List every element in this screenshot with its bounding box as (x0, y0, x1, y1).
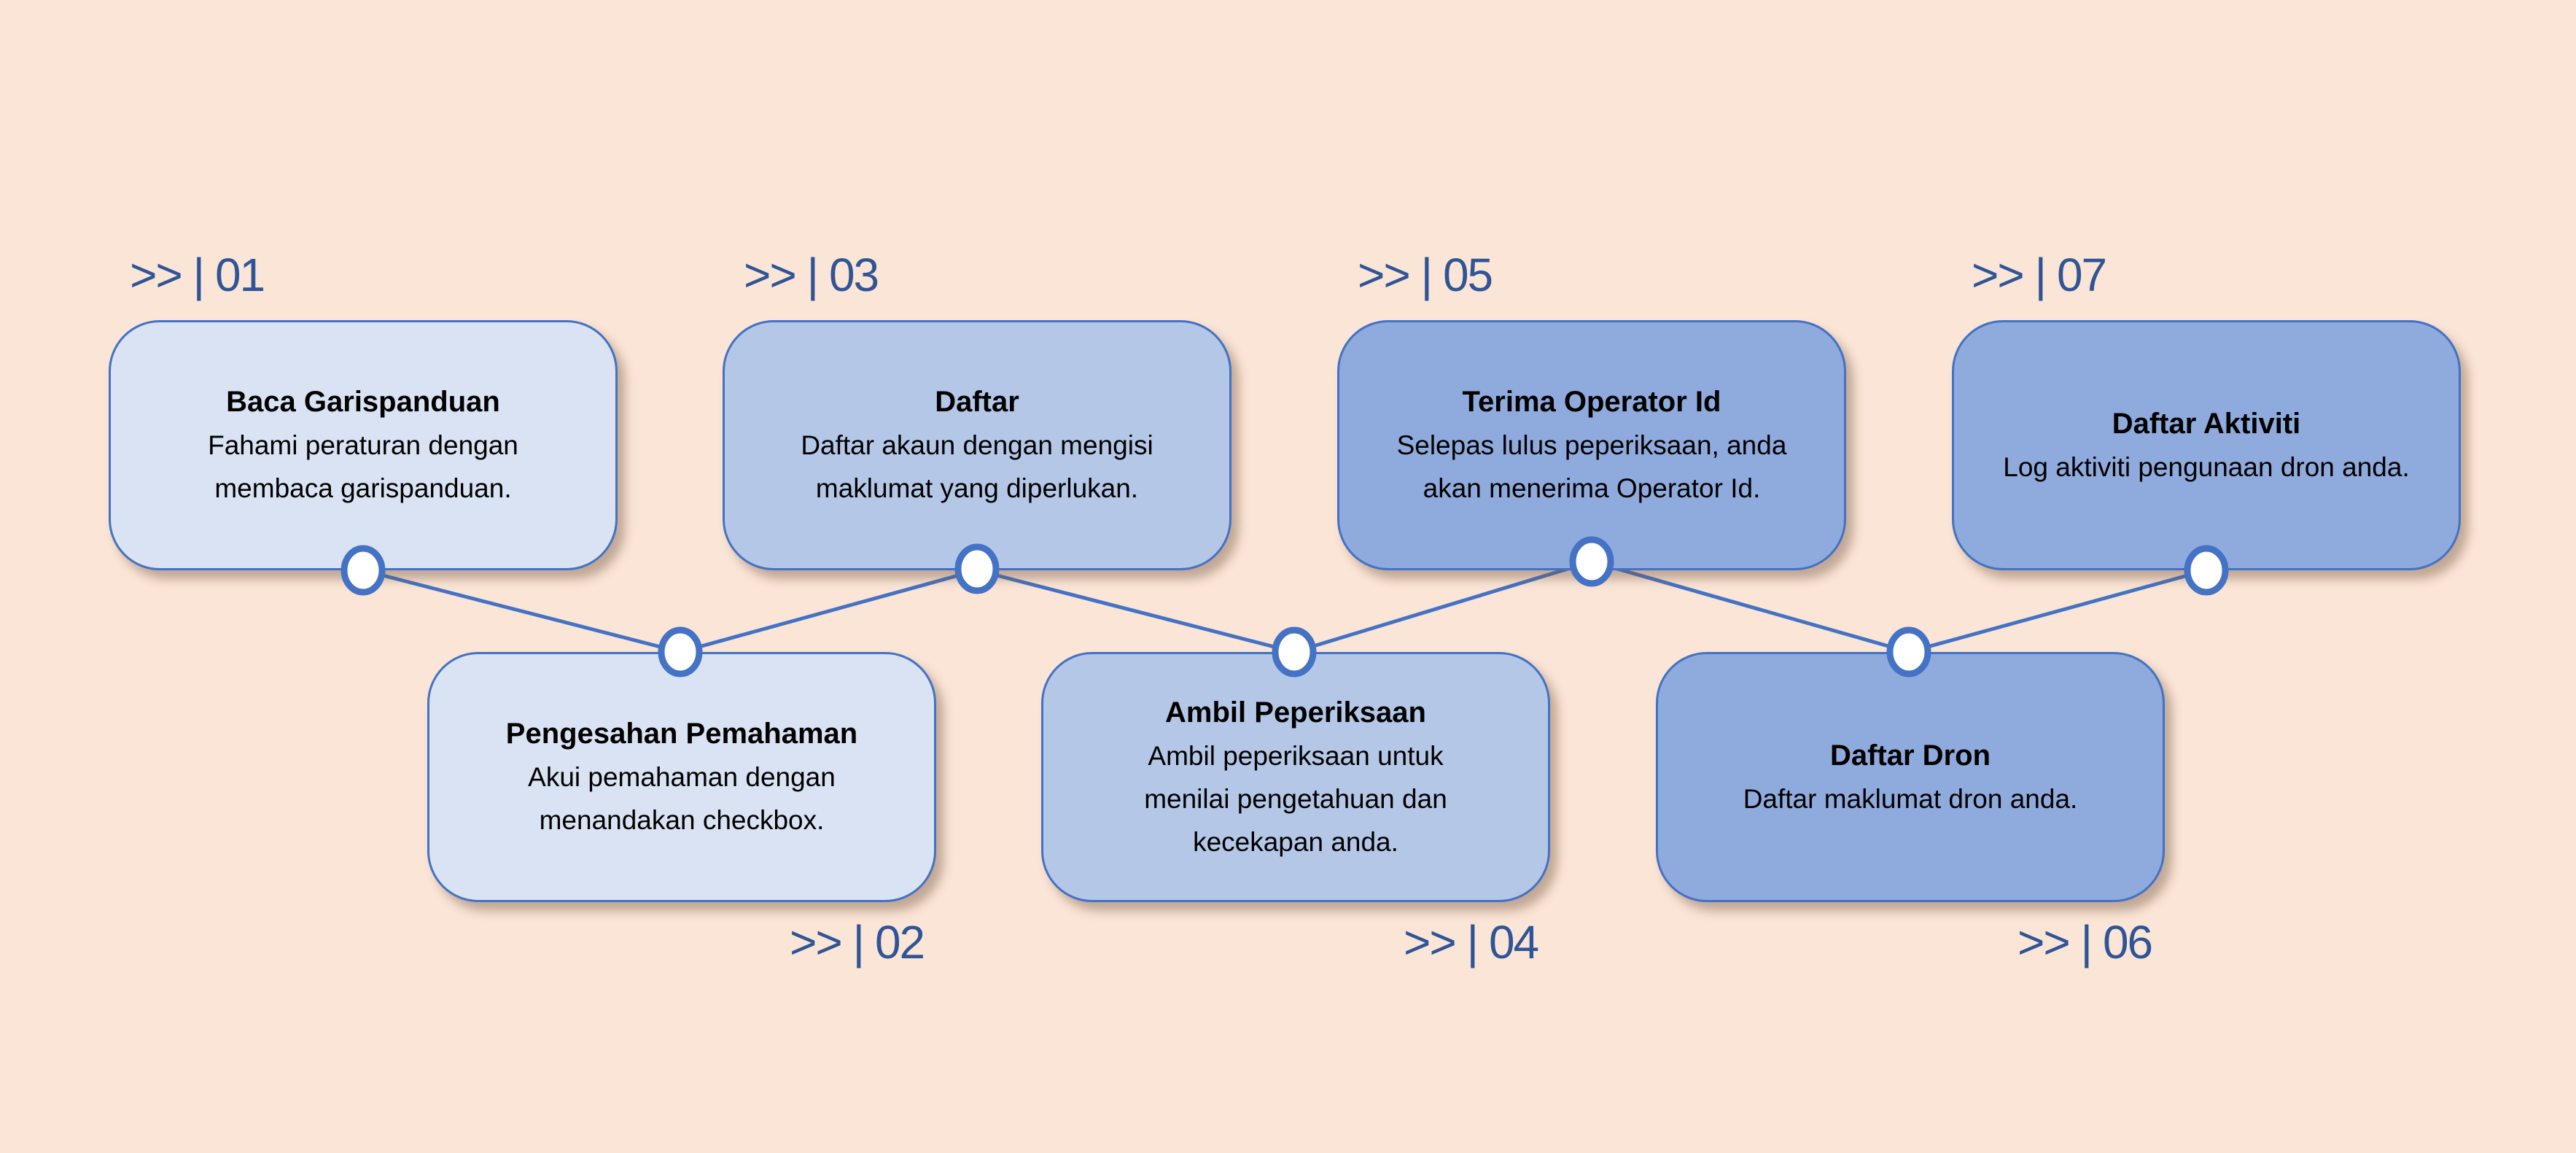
step-label-04: >> | 04 (1404, 916, 1539, 968)
node-circle-05 (1569, 536, 1614, 587)
step-title: Terima Operator Id (1462, 386, 1721, 418)
step-title: Baca Garispanduan (226, 386, 500, 418)
step-box-01: Baca Garispanduan Fahami peraturan denga… (109, 320, 618, 570)
node-circle-06 (1886, 626, 1931, 678)
step-desc: Daftar maklumat dron anda. (1743, 783, 2078, 814)
step-desc: Selepas lulus peperiksaan, anda akan men… (1396, 430, 1787, 503)
step-label-01: >> | 01 (130, 249, 265, 301)
step-box-06: Daftar Dron Daftar maklumat dron anda. (1656, 652, 2165, 902)
step-box-04: Ambil Peperiksaan Ambil peperiksaan untu… (1041, 652, 1550, 902)
step-box-07: Daftar Aktiviti Log aktiviti pengunaan d… (1952, 320, 2461, 570)
node-circle-04 (1272, 626, 1317, 678)
step-label-03: >> | 03 (744, 249, 879, 301)
step-title: Daftar Dron (1829, 739, 1991, 772)
step-label-06: >> | 06 (2017, 916, 2153, 968)
step-desc: Fahami peraturan dengan membaca garispan… (208, 430, 518, 503)
step-box-05: Terima Operator Id Selepas lulus peperik… (1337, 320, 1846, 570)
step-desc: Ambil peperiksaan untuk menilai pengetah… (1144, 740, 1447, 857)
node-circle-07 (2184, 545, 2229, 596)
step-title: Pengesahan Pemahaman (505, 718, 858, 750)
node-circle-01 (341, 545, 386, 596)
node-circle-03 (954, 543, 1000, 594)
step-title: Ambil Peperiksaan (1165, 696, 1426, 729)
step-box-02: Pengesahan Pemahaman Akui pemahaman deng… (427, 652, 936, 902)
step-label-02: >> | 02 (790, 916, 925, 968)
step-title: Daftar (935, 386, 1019, 418)
step-box-03: Daftar Daftar akaun dengan mengisi maklu… (723, 320, 1231, 570)
step-label-07: >> | 07 (1972, 249, 2107, 301)
node-circle-02 (658, 626, 703, 678)
step-title: Daftar Aktiviti (2112, 407, 2301, 440)
step-desc: Log aktiviti pengunaan dron anda. (2003, 451, 2410, 482)
step-label-05: >> | 05 (1358, 249, 1493, 301)
step-desc: Daftar akaun dengan mengisi maklumat yan… (801, 430, 1153, 503)
step-desc: Akui pemahaman dengan menandakan checkbo… (528, 762, 836, 835)
